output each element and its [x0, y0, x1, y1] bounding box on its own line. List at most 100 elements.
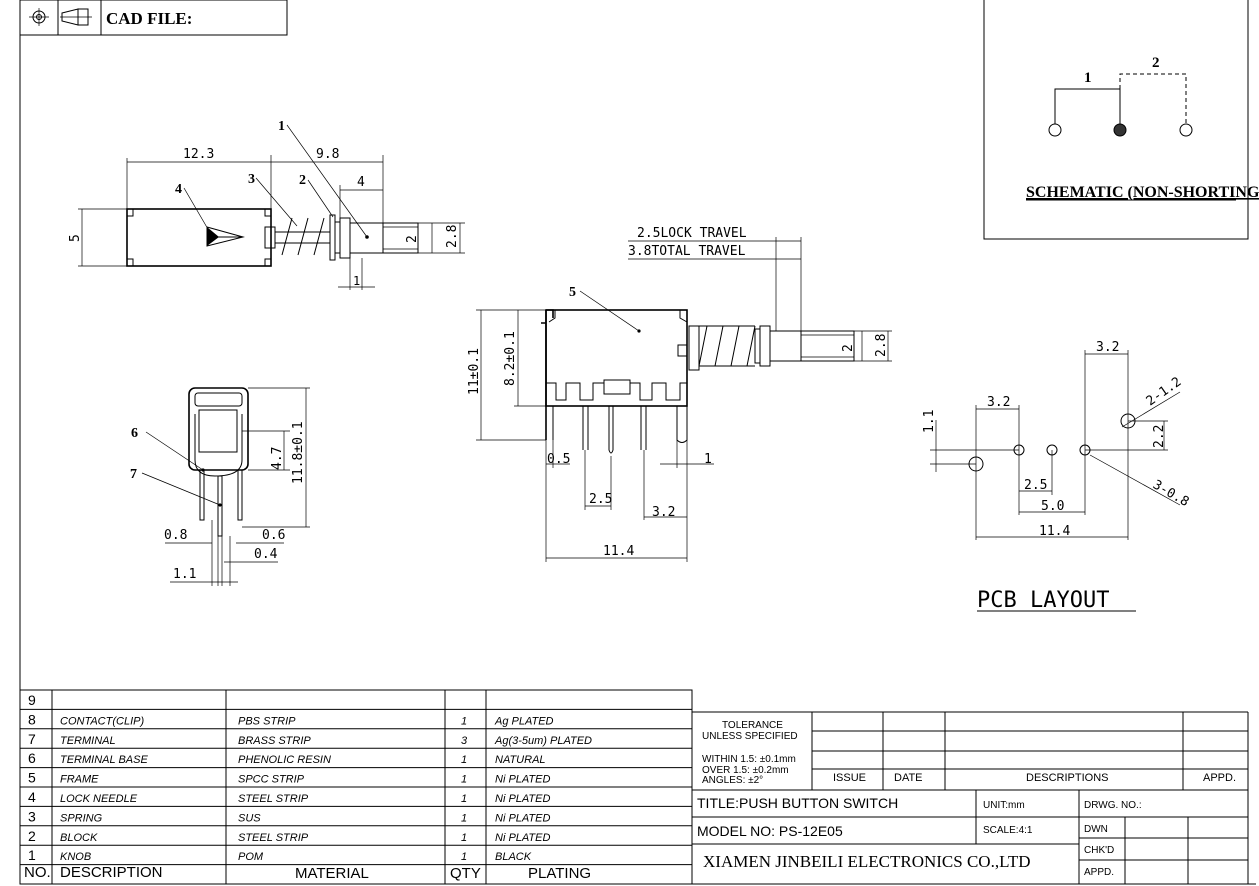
dim-mid-2-5: 2.5: [589, 492, 612, 507]
bom-cell-desc: BLOCK: [60, 832, 98, 844]
dim-2: 2: [405, 235, 420, 243]
dim-lock-travel: 2.5LOCK TRAVEL: [637, 226, 747, 241]
pcb-dim-2-2: 2.2: [1152, 425, 1167, 448]
tb-descriptions: DESCRIPTIONS: [1026, 772, 1109, 784]
bom-cell-desc: TERMINAL: [60, 735, 116, 747]
dim-5: 5: [68, 234, 83, 242]
schematic-pin-1: 1: [1084, 70, 1092, 86]
pcb-layout: 3.2 3.2 1.1 2-1.2 2.2 3-0.8 2.5 5.0 11.4…: [922, 340, 1191, 613]
bom-cell-no: 2: [28, 828, 36, 844]
bom-cell-plating: BLACK: [495, 851, 532, 863]
bom-cell-qty: 1: [461, 851, 467, 863]
bom-cell-no: 4: [28, 789, 36, 805]
bom-cell-plating: Ni PLATED: [495, 812, 550, 824]
bom-cell-plating: Ni PLATED: [495, 793, 550, 805]
bom-cell-desc: KNOB: [60, 851, 91, 863]
tb-appd: APPD.: [1203, 772, 1236, 784]
bom-cell-desc: CONTACT(CLIP): [60, 715, 144, 727]
bom-cell-plating: NATURAL: [495, 754, 546, 766]
dim-11-8: 11.8±0.1: [291, 421, 306, 484]
cad-file-label: CAD FILE:: [106, 9, 192, 28]
schematic: 1 2 SCHEMATIC (NON-SHORTING): [983, 0, 1259, 240]
dim-2-8: 2.8: [445, 225, 460, 248]
dim-9-8: 9.8: [316, 147, 339, 162]
bom-cell-material: PBS STRIP: [238, 715, 296, 727]
pcb-dim-3-0-8: 3-0.8: [1150, 477, 1191, 510]
callout-7: 7: [130, 467, 137, 482]
dim-8-2: 8.2±0.1: [503, 331, 518, 386]
pcb-title: PCB LAYOUT: [977, 588, 1109, 613]
dim-mid-1: 1: [704, 452, 712, 467]
dim-4-7: 4.7: [270, 447, 285, 470]
tb-tolerance: TOLERANCE: [722, 720, 783, 731]
callout-3: 3: [248, 172, 255, 187]
pcb-dim-2-5: 2.5: [1024, 478, 1047, 493]
dim-0-5: 0.5: [547, 452, 570, 467]
bom-cell-desc: LOCK NEEDLE: [60, 793, 138, 805]
callout-4: 4: [175, 182, 182, 197]
callout-5: 5: [569, 285, 576, 300]
schematic-pin-2: 2: [1152, 55, 1160, 71]
dim-mid-2-8: 2.8: [874, 334, 889, 357]
dim-total-travel: 3.8TOTAL TRAVEL: [628, 244, 746, 259]
dim-mid-3-2: 3.2: [652, 505, 675, 520]
tb-over: OVER 1.5: ±0.2mm: [702, 765, 789, 776]
bom-cell-no: 6: [28, 750, 36, 766]
bom-cell-desc: FRAME: [60, 774, 99, 786]
bom-header-qty: QTY: [450, 865, 481, 882]
tb-company: XIAMEN JINBEILI ELECTRONICS CO.,LTD: [703, 852, 1031, 871]
top-view: 12.3 9.8 4 5 2 2.8 1 1 2 3 4: [68, 119, 465, 290]
pcb-dim-2-1-2: 2-1.2: [1144, 375, 1185, 410]
tb-dwn: DWN: [1084, 824, 1108, 835]
bom-cell-material: STEEL STRIP: [238, 793, 309, 805]
cad-file-header: CAD FILE:: [19, 0, 288, 36]
schematic-title: SCHEMATIC (NON-SHORTING): [1026, 184, 1259, 201]
dim-1-1: 1.1: [173, 567, 196, 582]
side-view: 4.7 11.8±0.1 0.8 0.6 0.4 1.1 6 7: [130, 387, 310, 586]
bom-header-desc: DESCRIPTION: [60, 864, 163, 881]
bom-cell-qty: 1: [461, 793, 467, 805]
dim-0-4: 0.4: [254, 547, 278, 562]
tb-date: DATE: [894, 772, 923, 784]
bom-cell-material: SUS: [238, 812, 261, 824]
projection-symbol-icon: [29, 8, 92, 26]
callout-6: 6: [131, 426, 138, 441]
bom-cell-qty: 1: [461, 812, 467, 824]
bom-cell-no: 7: [28, 731, 36, 747]
tb-within: WITHIN 1.5: ±0.1mm: [702, 754, 796, 765]
tb-appd-2: APPD.: [1084, 867, 1114, 878]
callout-1: 1: [278, 119, 285, 134]
tb-issue: ISSUE: [833, 772, 866, 784]
dim-0-8: 0.8: [164, 528, 187, 543]
bom-header-plating: PLATING: [528, 865, 591, 882]
callout-2: 2: [299, 173, 306, 188]
bom-cell-no: 1: [28, 847, 36, 863]
front-view: 2.5LOCK TRAVEL 3.8TOTAL TRAVEL 11±0.1 8.…: [467, 226, 892, 562]
tb-drwg-no: DRWG. NO.:: [1084, 800, 1142, 811]
pcb-dim-5-0: 5.0: [1041, 499, 1064, 514]
bom-cell-qty: 1: [461, 832, 467, 844]
bom-cell-qty: 1: [461, 754, 467, 766]
bom-cell-material: BRASS STRIP: [238, 735, 311, 747]
pcb-dim-3-2-top: 3.2: [1096, 340, 1119, 355]
dim-11: 11±0.1: [467, 348, 482, 395]
tb-title: TITLE:PUSH BUTTON SWITCH: [697, 795, 898, 811]
title-block: TOLERANCE UNLESS SPECIFIED WITHIN 1.5: ±…: [692, 711, 1249, 884]
bom-cell-no: 3: [28, 808, 36, 824]
pcb-dim-3-2-left: 3.2: [987, 395, 1010, 410]
bom-cell-material: PHENOLIC RESIN: [238, 754, 331, 766]
bom-cell-qty: 1: [461, 715, 467, 727]
tb-unit: UNIT:mm: [983, 800, 1025, 811]
bom-cell-desc: TERMINAL BASE: [60, 754, 148, 766]
dim-mid-11-4: 11.4: [603, 544, 634, 559]
bom-header-no: NO.: [24, 864, 51, 881]
bom-cell-material: SPCC STRIP: [238, 774, 305, 786]
dim-1: 1: [353, 274, 360, 288]
dim-12-3: 12.3: [183, 147, 214, 162]
tb-model: MODEL NO: PS-12E05: [697, 823, 843, 839]
bom-cell-desc: SPRING: [60, 812, 103, 824]
bom-cell-qty: 1: [461, 774, 467, 786]
dim-0-6: 0.6: [262, 528, 285, 543]
